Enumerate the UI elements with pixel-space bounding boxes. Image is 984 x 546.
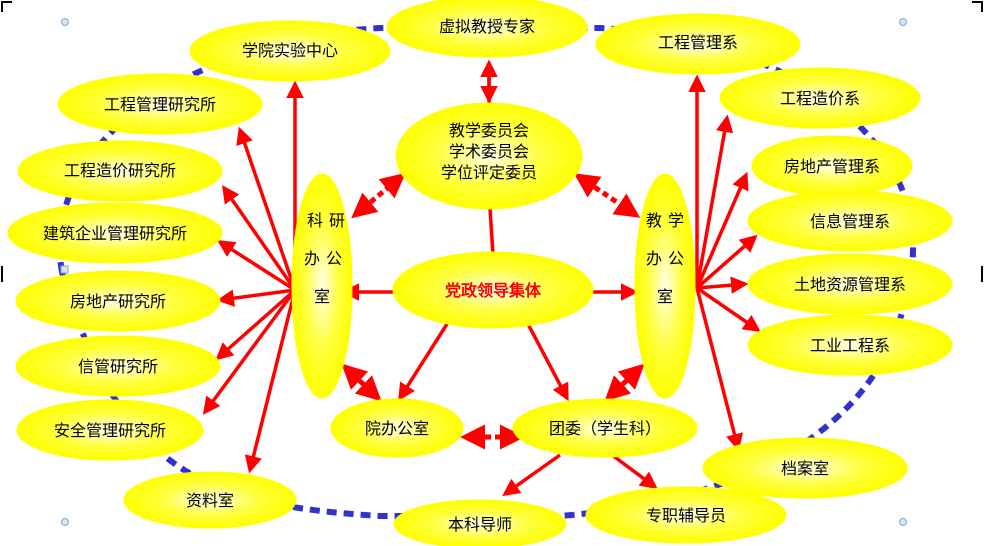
handle[interactable] [60, 265, 69, 274]
node-committees[interactable] [395, 102, 583, 210]
arrow-youth-league-counselor [610, 453, 658, 490]
node-label-research-office-5: 室 [314, 287, 330, 306]
node-label-leadership: 党政领导集体 [445, 281, 542, 300]
node-info-mgmt-dept[interactable] [747, 190, 953, 252]
handle[interactable] [899, 518, 907, 526]
arrow-research-committees [351, 172, 406, 219]
arrow-research-eng-mgmt-institute [236, 126, 297, 291]
node-label-land-dept: 土地资源管理系 [794, 275, 906, 294]
node-label-info-mgmt-dept: 信息管理系 [810, 212, 890, 231]
node-info-institute[interactable] [15, 335, 221, 397]
arrow-teaching-archive [695, 287, 744, 452]
arrow-leadership-college-office [398, 323, 449, 401]
arrow-research-data-room [244, 289, 297, 474]
node-label-industrial-dept: 工业工程系 [810, 336, 890, 355]
node-label-teaching-office-5: 室 [657, 287, 673, 306]
node-virtual-professor[interactable] [386, 0, 588, 58]
node-label-archive: 档案室 [781, 459, 829, 478]
node-label-teaching-office-3: 办 [646, 249, 662, 268]
node-label-research-office-3: 办 [304, 249, 320, 268]
node-leadership[interactable] [392, 251, 594, 329]
node-label-teaching-office-2: 学 [668, 211, 684, 230]
handle[interactable] [61, 18, 69, 26]
arrow-research-safety-institute [202, 288, 297, 415]
node-real-estate-institute[interactable] [15, 270, 221, 332]
node-label-research-office-1: 科 [307, 211, 323, 230]
node-label-eng-mgmt-institute: 工程管理研究所 [104, 95, 216, 114]
labels: 虚拟教授专家 学院实验中心 工程管理系 工程管理研究所 工程造价系 教学委员会 … [43, 17, 906, 534]
node-college-lab[interactable] [189, 20, 391, 82]
node-industrial-dept[interactable] [747, 314, 953, 376]
node-label-teaching-office-4: 公 [668, 249, 684, 268]
arrow-teaching-info-mgmt-dept [695, 234, 758, 290]
arrow-teaching-real-estate-dept [695, 171, 749, 289]
node-archive[interactable] [702, 437, 908, 499]
node-label-youth-league: 团委（学生科） [549, 419, 661, 438]
node-label-safety-institute: 安全管理研究所 [54, 421, 166, 440]
arrow-teaching-industrial-dept [696, 286, 761, 332]
node-youth-league[interactable] [512, 398, 698, 458]
node-label-cost-dept: 工程造价系 [780, 89, 860, 108]
arrow-research-real-estate-institute [216, 288, 296, 307]
node-undergrad-tutor[interactable] [393, 499, 567, 546]
arrow-committees-teaching [573, 173, 641, 218]
nodes [7, 0, 953, 546]
arrow-research-college-office [341, 363, 382, 402]
handle[interactable] [61, 518, 69, 526]
node-label-counselor: 专职辅导员 [646, 506, 726, 525]
node-label-data-room: 资料室 [186, 491, 234, 510]
arrow-research-construction-institute [217, 240, 296, 292]
handle[interactable] [899, 18, 907, 26]
arrow-leadership-youth-league [526, 323, 569, 402]
node-label-cost-institute: 工程造价研究所 [64, 161, 176, 180]
arrow-youth-league-tutor [502, 453, 562, 497]
node-college-office[interactable] [330, 398, 464, 458]
crop-mark [1, 1, 12, 12]
arrow-teaching-land-dept [696, 276, 749, 294]
node-label-real-estate-dept: 房地产管理系 [784, 157, 880, 176]
node-label-committee-1: 教学委员会 [449, 121, 529, 140]
node-label-real-estate-institute: 房地产研究所 [70, 292, 166, 311]
arrow-research-info-institute [215, 288, 297, 361]
node-eng-mgmt-dept[interactable] [595, 13, 801, 75]
node-label-teaching-office-1: 教 [646, 211, 662, 230]
node-cost-dept[interactable] [719, 67, 921, 129]
node-label-committee-3: 学位评定委员 [441, 163, 537, 182]
node-label-research-office-4: 公 [326, 249, 342, 268]
node-label-research-office-2: 研 [329, 211, 345, 230]
arrow-research-cost-institute [222, 185, 297, 291]
arrows [202, 59, 761, 497]
node-construction-institute[interactable] [7, 202, 223, 264]
node-label-undergrad-tutor: 本科导师 [448, 515, 512, 534]
node-counselor[interactable] [585, 486, 787, 544]
node-label-committee-2: 学术委员会 [449, 142, 529, 161]
node-eng-mgmt-institute[interactable] [57, 73, 263, 135]
node-teaching-office[interactable] [634, 173, 696, 399]
node-label-eng-mgmt-dept: 工程管理系 [658, 33, 738, 52]
arrow-youth-league-teaching [604, 363, 645, 402]
node-data-room[interactable] [123, 471, 297, 529]
node-label-college-lab: 学院实验中心 [242, 41, 338, 60]
node-research-office[interactable] [291, 173, 353, 399]
node-label-info-institute: 信管研究所 [78, 357, 158, 376]
node-safety-institute[interactable] [16, 399, 204, 461]
arrow-teaching-cost-dept [695, 114, 734, 289]
crop-mark [972, 1, 983, 12]
node-label-virtual-professor: 虚拟教授专家 [439, 17, 535, 36]
node-cost-institute[interactable] [17, 140, 223, 202]
node-label-construction-institute: 建筑企业管理研究所 [43, 224, 187, 243]
node-land-dept[interactable] [747, 253, 953, 315]
node-label-college-office: 院办公室 [365, 419, 429, 438]
